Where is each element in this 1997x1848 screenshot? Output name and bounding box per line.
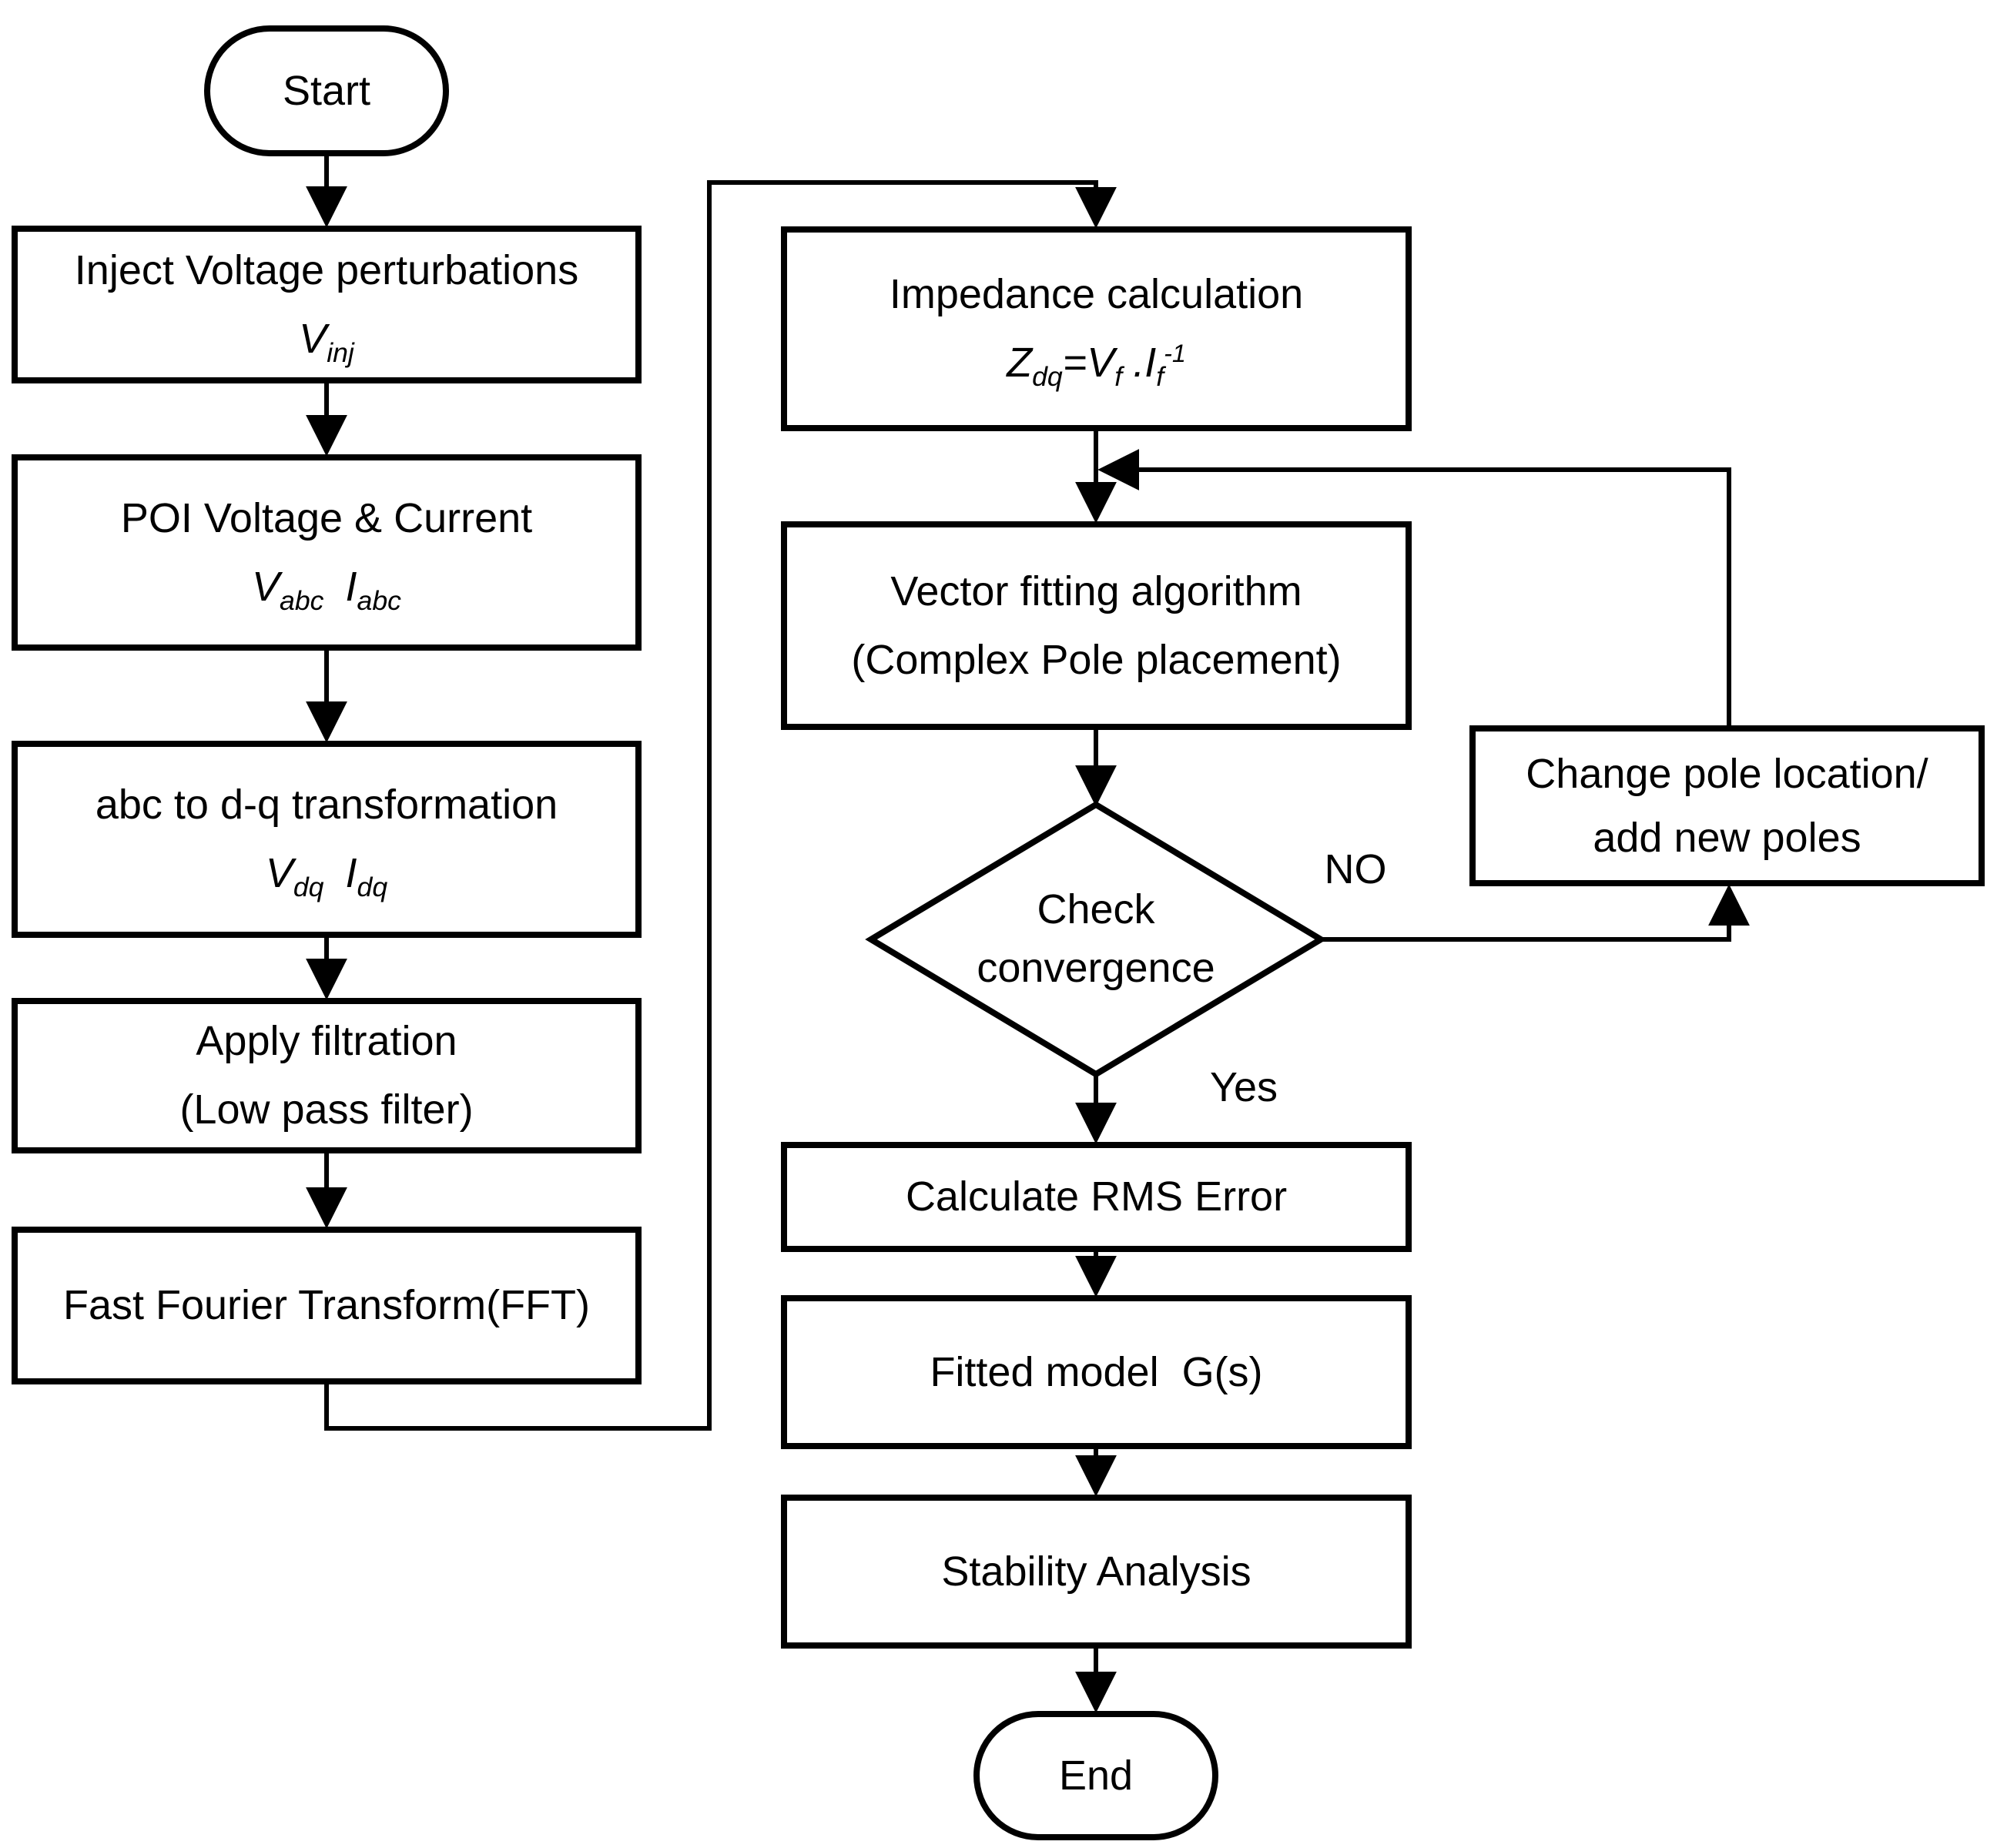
connector-changepole-feedback bbox=[1097, 449, 1731, 725]
end-label: End bbox=[1058, 1752, 1134, 1799]
start-node: Start bbox=[204, 25, 449, 156]
fft-title: Fast Fourier Transform(FFT) bbox=[62, 1282, 591, 1328]
vector-fitting-line1: Vector fitting algorithm bbox=[890, 567, 1302, 614]
inject-formula: Vinj bbox=[299, 315, 354, 368]
no-branch-label: NO bbox=[1324, 846, 1387, 893]
check-convergence-label: Check convergence bbox=[977, 886, 1215, 991]
vector-fitting-box: Vector fitting algorithm (Complex Pole p… bbox=[781, 521, 1412, 730]
rms-error-title: Calculate RMS Error bbox=[905, 1173, 1288, 1220]
vector-fitting-line2: (Complex Pole placement) bbox=[851, 636, 1342, 683]
impedance-box: Impedance calculation Zdq=Vf.If-1 bbox=[781, 226, 1412, 431]
check-convergence-diamond bbox=[865, 801, 1327, 1078]
start-label: Start bbox=[282, 67, 371, 114]
filter-box: Apply filtration (Low pass filter) bbox=[12, 998, 642, 1153]
inject-title: Inject Voltage perturbations bbox=[74, 246, 579, 293]
stability-title: Stability Analysis bbox=[941, 1548, 1251, 1595]
change-pole-line1: Change pole location/ bbox=[1526, 750, 1928, 797]
fitted-model-box: Fitted model G(s) bbox=[781, 1295, 1412, 1449]
fft-box: Fast Fourier Transform(FFT) bbox=[12, 1227, 642, 1384]
poi-title: POI Voltage & Current bbox=[120, 494, 533, 541]
connector-check-changepole-no bbox=[1321, 884, 1750, 942]
connector-fft-impedance bbox=[324, 180, 1117, 1431]
inject-box: Inject Voltage perturbations Vinj bbox=[12, 226, 642, 383]
filter-line1: Apply filtration bbox=[196, 1018, 457, 1064]
rms-error-box: Calculate RMS Error bbox=[781, 1142, 1412, 1252]
change-pole-box: Change pole location/ add new poles bbox=[1469, 725, 1985, 886]
fitted-model-title: Fitted model G(s) bbox=[930, 1348, 1263, 1395]
yes-branch-label: Yes bbox=[1209, 1064, 1278, 1111]
impedance-title: Impedance calculation bbox=[889, 271, 1304, 317]
end-node: End bbox=[973, 1711, 1218, 1840]
abc-dq-title: abc to d-q transformation bbox=[95, 782, 558, 828]
filter-line2: (Low pass filter) bbox=[179, 1086, 474, 1133]
impedance-formula: Zdq=Vf.If-1 bbox=[1007, 340, 1186, 392]
change-pole-line2: add new poles bbox=[1593, 814, 1861, 861]
stability-box: Stability Analysis bbox=[781, 1495, 1412, 1649]
